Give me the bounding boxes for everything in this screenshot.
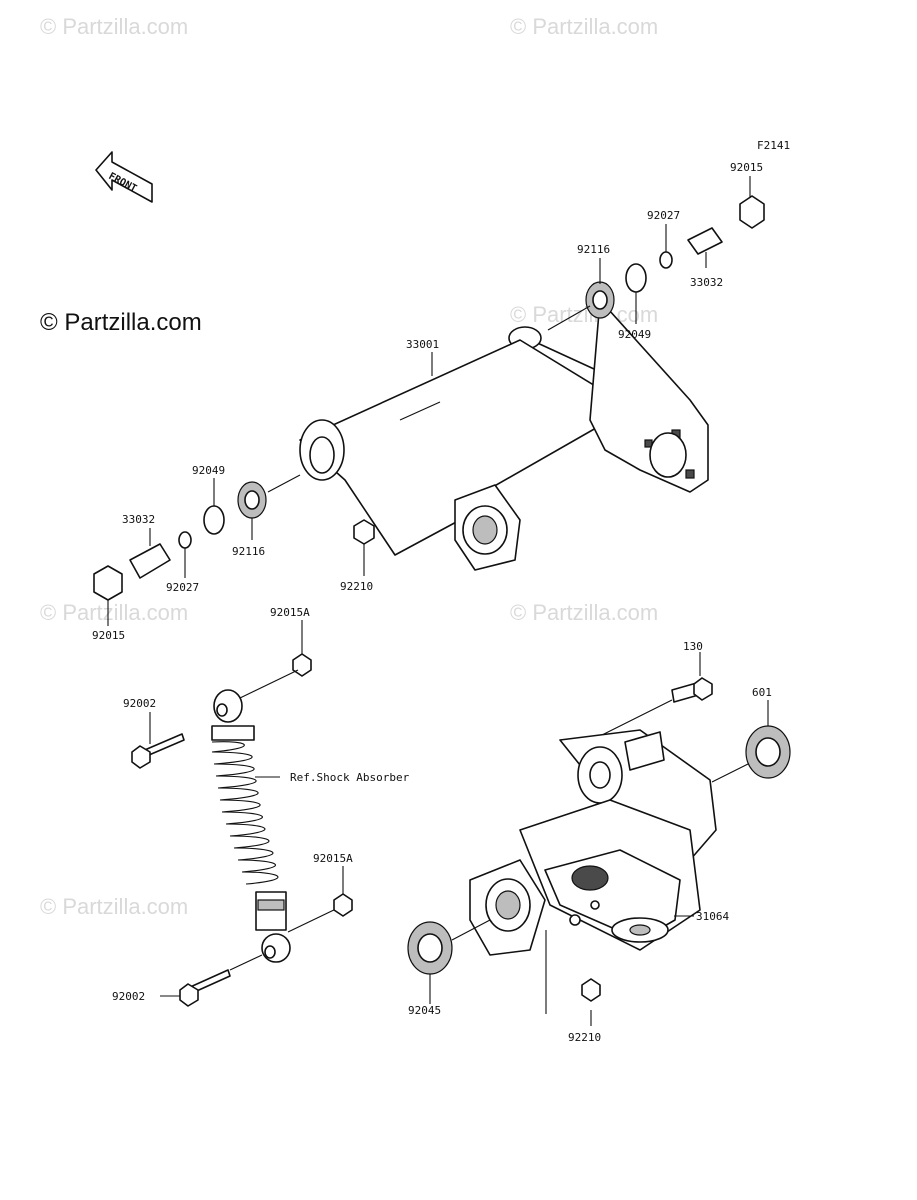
washer-92027-top — [659, 251, 673, 269]
front-arrow-icon: FRONT — [95, 151, 153, 203]
pivot-hardware-right — [547, 195, 765, 331]
label-33032-top: 33032 — [690, 276, 723, 289]
label-92116-top: 92116 — [577, 243, 610, 256]
shaft-33032-top — [687, 227, 723, 255]
nut-92015A-top — [292, 653, 312, 677]
label-92015-left: 92015 — [92, 629, 125, 642]
swing-arm-33001 — [299, 299, 709, 571]
label-601: 601 — [752, 686, 772, 699]
label-92045: 92045 — [408, 1004, 441, 1017]
label-92049-top: 92049 — [618, 328, 651, 341]
label-92015A-top: 92015A — [270, 606, 310, 619]
part-labels: 92015 92027 92116 33032 92049 33001 9204… — [92, 161, 772, 1044]
watermark-bottom-left: © Partzilla.com — [40, 894, 188, 919]
pivot-hardware-left — [93, 474, 375, 601]
nut-92210-low — [581, 978, 601, 1002]
shaft-33032-left — [129, 543, 171, 579]
label-92116-left: 92116 — [232, 545, 265, 558]
label-130: 130 — [683, 640, 703, 653]
label-92002-top: 92002 — [123, 697, 156, 710]
shock-absorber — [131, 653, 353, 1007]
leader-lines — [107, 176, 769, 1026]
watermark-top-right: © Partzilla.com — [510, 14, 658, 39]
label-92015A-low: 92015A — [313, 852, 353, 865]
label-92002-low: 92002 — [112, 990, 145, 1003]
nut-92015-top — [739, 195, 765, 229]
seal-92049-left — [203, 505, 225, 535]
seal-92049-top — [625, 263, 647, 293]
label-33001: 33001 — [406, 338, 439, 351]
label-92210-mid: 92210 — [340, 580, 373, 593]
label-92027-left: 92027 — [166, 581, 199, 594]
watermark-left: © Partzilla.com — [40, 600, 188, 625]
nut-92015-left — [93, 565, 123, 601]
label-92027-top: 92027 — [647, 209, 680, 222]
nut-92210-mid — [353, 519, 375, 545]
ref-shock-absorber-label: Ref.Shock Absorber — [290, 771, 410, 784]
label-92049-left: 92049 — [192, 464, 225, 477]
figure-code: F2141 — [757, 139, 790, 152]
label-92210-low: 92210 — [568, 1031, 601, 1044]
rear-hub-31064 — [407, 677, 791, 1002]
brand-logo: © Partzilla.com — [40, 309, 202, 336]
watermark-top-left: © Partzilla.com — [40, 14, 188, 39]
label-31064: 31064 — [696, 910, 729, 923]
watermark-mid-right: © Partzilla.com — [510, 302, 658, 327]
label-92015-top: 92015 — [730, 161, 763, 174]
washer-92027-left — [178, 531, 192, 549]
label-33032-left: 33032 — [122, 513, 155, 526]
nut-92015A-low — [333, 893, 353, 917]
watermark-right: © Partzilla.com — [510, 600, 658, 625]
